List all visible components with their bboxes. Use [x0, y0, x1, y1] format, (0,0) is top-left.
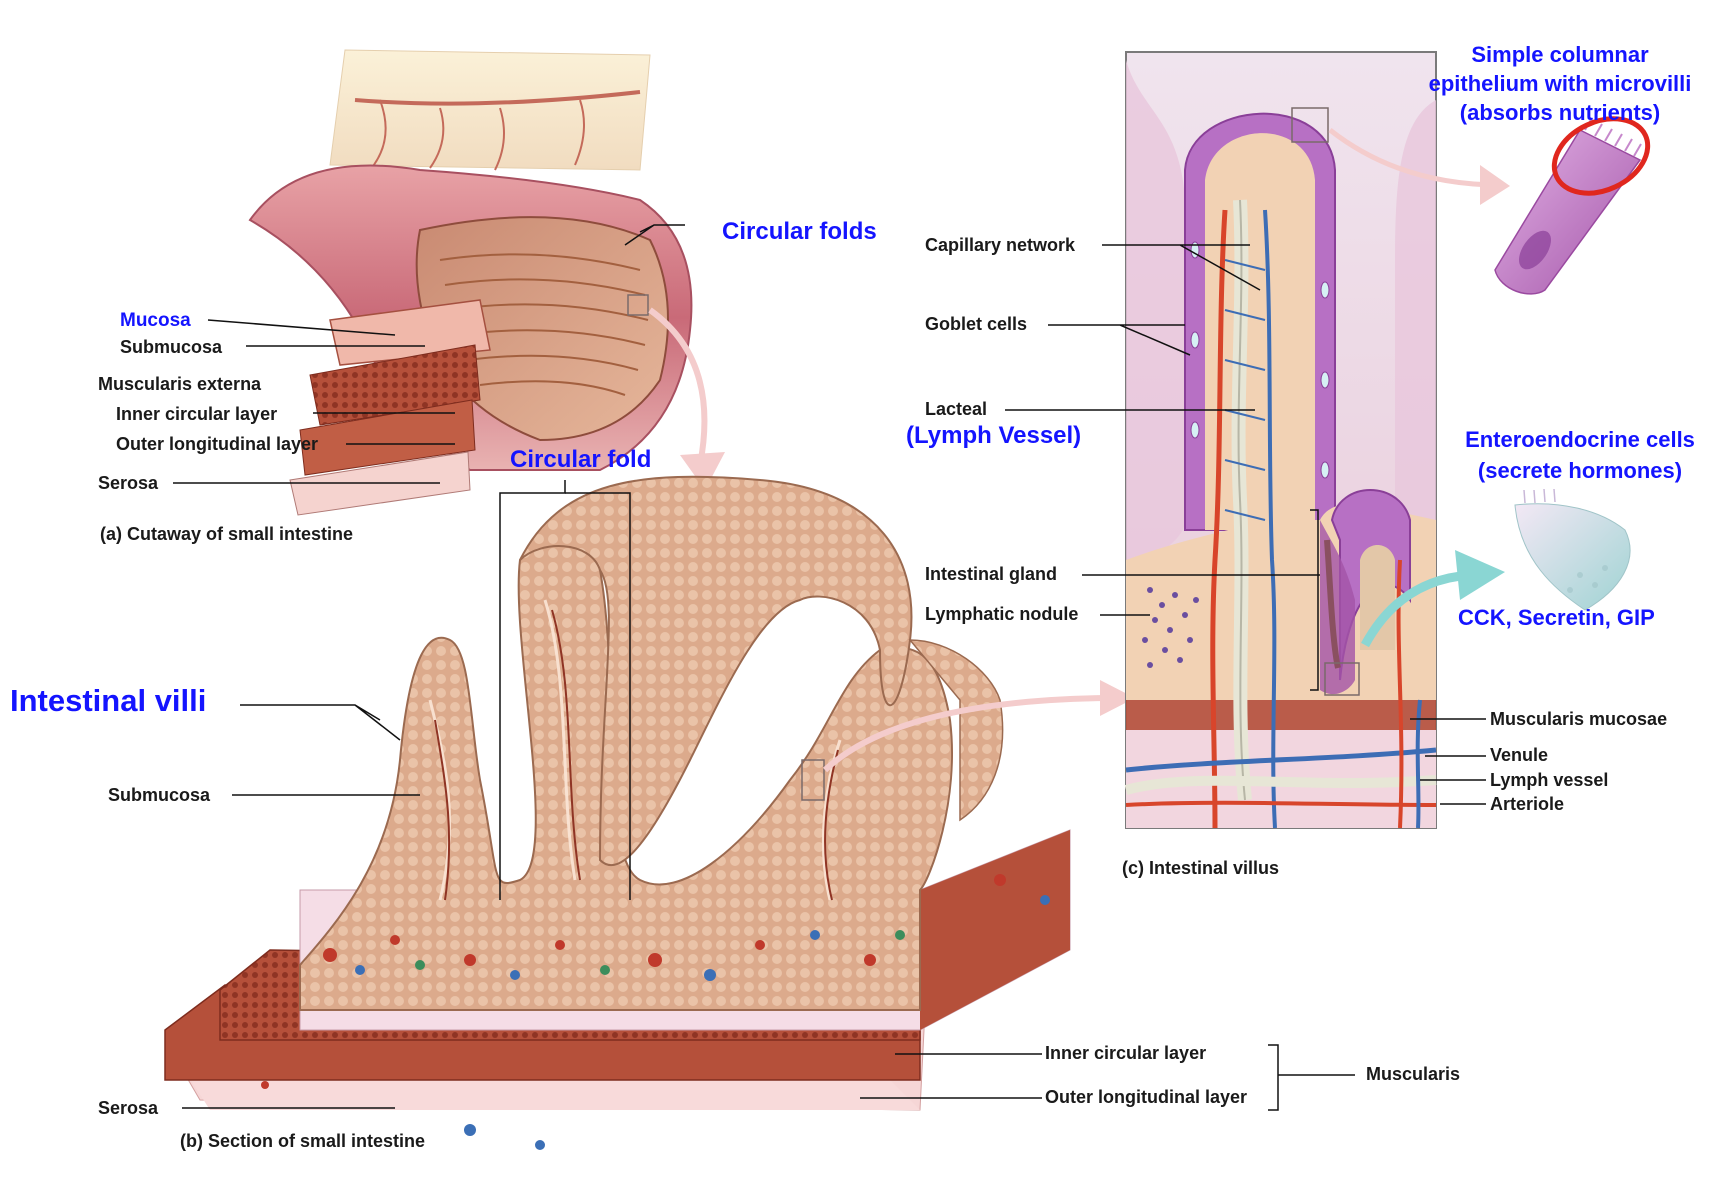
lymph-vessel-blue-label: (Lymph Vessel): [906, 422, 1082, 449]
lymph-vessel-label: Lymph vessel: [1490, 770, 1609, 790]
outer-longitudinal-a-label: Outer longitudinal layer: [116, 434, 319, 454]
intestinal-gland-label: Intestinal gland: [925, 564, 1058, 584]
hormones-label: CCK, Secretin, GIP: [1458, 605, 1655, 630]
enteroendocrine-callout-arrowhead: [1455, 550, 1505, 600]
lymphatic-nodule-label: Lymphatic nodule: [925, 604, 1079, 624]
villus-illustration: [1124, 51, 1437, 829]
villus-leaders: [1005, 244, 1486, 805]
enteroendocrine-callout: Enteroendocrine cells (secrete hormones): [1430, 424, 1730, 486]
inner-circular-b-label: Inner circular layer: [1045, 1043, 1207, 1063]
lacteal-label: Lacteal: [925, 399, 988, 419]
goblet-cells-label: Goblet cells: [925, 314, 1028, 334]
caption-c: (c) Intestinal villus: [1122, 858, 1280, 878]
outer-longitudinal-b-label: Outer longitudinal layer: [1045, 1087, 1248, 1107]
section-to-villus-arrowhead: [1100, 680, 1135, 716]
simple-columnar-line-3: (absorbs nutrients): [1459, 100, 1661, 125]
section-to-villus-arrow: [822, 695, 1111, 773]
enteroendocrine-line-2: (secrete hormones): [1477, 458, 1683, 483]
circular-fold-label: Circular fold: [510, 446, 652, 473]
serosa-a-label: Serosa: [98, 473, 159, 493]
circular-folds-label: Circular folds: [722, 218, 877, 245]
cutaway-illustration: [248, 49, 725, 516]
section-leaders: [182, 480, 1355, 1111]
arteriole-label: Arteriole: [1490, 794, 1565, 814]
cutaway-leaders: [173, 224, 685, 484]
venule-label: Venule: [1490, 745, 1549, 765]
epithelium-callout-arrowhead: [1480, 165, 1510, 205]
simple-columnar-callout: Simple columnar epithelium with microvil…: [1400, 40, 1720, 127]
caption-a: (a) Cutaway of small intestine: [100, 524, 354, 544]
section-illustration: [164, 475, 1071, 1150]
enteroendocrine-line-1: Enteroendocrine cells: [1465, 427, 1695, 452]
enteroendocrine-callout-arrow: [1361, 570, 1471, 648]
serosa-b-label: Serosa: [98, 1098, 159, 1118]
simple-columnar-line-1: Simple columnar: [1471, 42, 1649, 67]
intestinal-villi-label: Intestinal villi: [10, 683, 207, 718]
submucosa-a-label: Submucosa: [120, 337, 223, 357]
inner-circular-a-label: Inner circular layer: [116, 404, 278, 424]
muscularis-label: Muscularis: [1366, 1064, 1461, 1084]
caption-b: (b) Section of small intestine: [180, 1131, 426, 1151]
capillary-network-label: Capillary network: [925, 235, 1076, 255]
microvilli-highlight: [1551, 116, 1651, 196]
columnar-cell-illustration: [1494, 116, 1651, 295]
muscularis-externa-label: Muscularis externa: [98, 374, 262, 394]
epithelium-callout-arrow: [1328, 128, 1501, 188]
mucosa-label: Mucosa: [120, 310, 191, 331]
muscularis-mucosae-label: Muscularis mucosae: [1490, 709, 1668, 729]
submucosa-b-label: Submucosa: [108, 785, 211, 805]
enteroendocrine-cell-illustration: [1514, 488, 1631, 611]
simple-columnar-line-2: epithelium with microvilli: [1428, 71, 1692, 96]
